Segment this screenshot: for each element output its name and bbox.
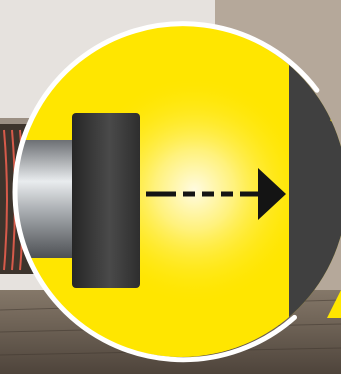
pipe-cap — [72, 113, 140, 288]
